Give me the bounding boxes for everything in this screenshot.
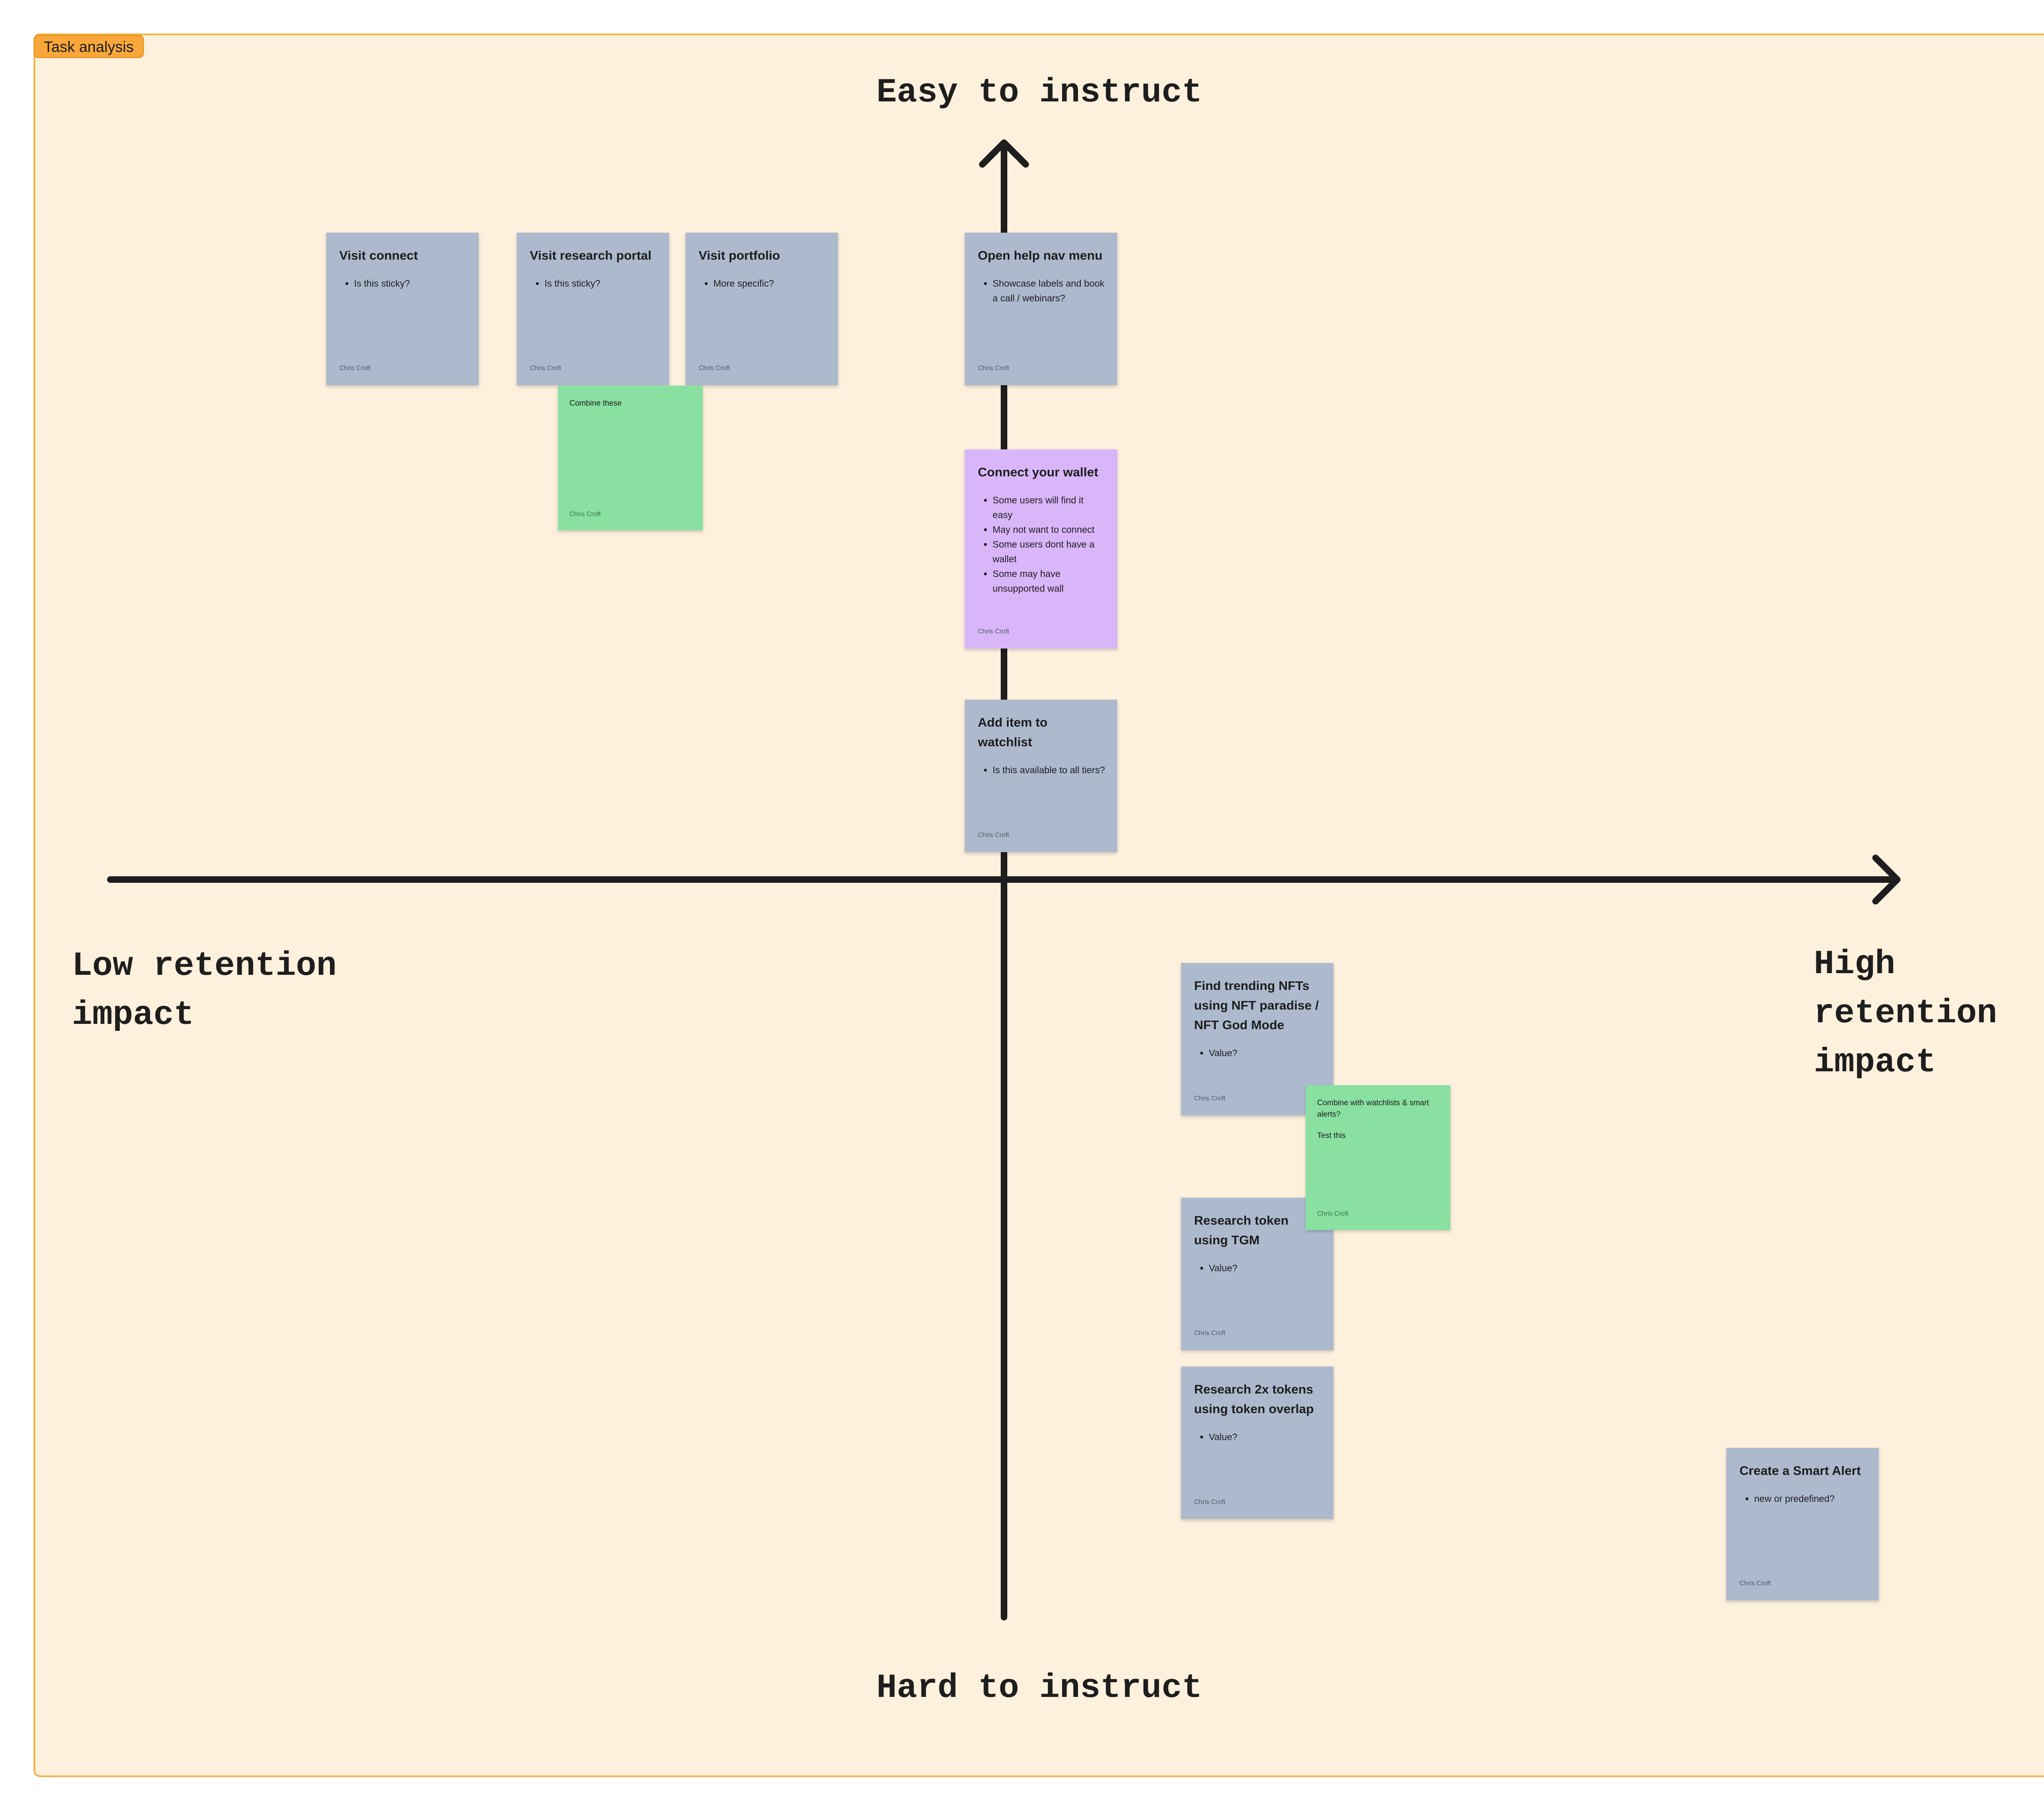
note-bullet: Some may have unsupported wall (993, 566, 1105, 596)
note-bullet: Value? (1209, 1261, 1321, 1275)
note-author: Chris Croft (1194, 1330, 1226, 1337)
sticky-note-add-watchlist[interactable]: Add item to watchlist Is this available … (965, 700, 1117, 852)
sticky-note-visit-research-portal[interactable]: Visit research portal Is this sticky? Ch… (517, 233, 669, 385)
note-text-secondary: Test this (1317, 1131, 1346, 1140)
note-title: Visit connect (339, 248, 418, 263)
note-bullet: Is this available to all tiers? (993, 763, 1105, 777)
vertical-axis-arrowhead (979, 139, 1029, 168)
note-author: Chris Croft (978, 365, 1009, 372)
note-author: Chris Croft (1194, 1499, 1226, 1506)
note-title: Research token using TGM (1194, 1213, 1289, 1247)
note-title: Add item to watchlist (978, 715, 1048, 749)
note-title: Create a Smart Alert (1739, 1463, 1861, 1478)
note-author: Chris Croft (978, 628, 1009, 635)
sticky-note-research-overlap[interactable]: Research 2x tokens using token overlap V… (1181, 1367, 1334, 1519)
sticky-note-combine-watchlists[interactable]: Combine with watchlists & smart alerts? … (1306, 1085, 1450, 1230)
note-bullet: May not want to connect (993, 522, 1105, 537)
note-author: Chris Croft (1194, 1095, 1226, 1102)
sticky-note-combine-these[interactable]: Combine these Chris Croft (558, 386, 703, 530)
sticky-note-visit-portfolio[interactable]: Visit portfolio More specific? Chris Cro… (686, 233, 838, 385)
axis-label-bottom: Hard to instruct (876, 1669, 1202, 1707)
note-bullet: Some users dont have a wallet (993, 537, 1105, 566)
sticky-note-open-help-nav[interactable]: Open help nav menu Showcase labels and b… (965, 233, 1117, 385)
note-bullet: new or predefined? (1754, 1491, 1867, 1506)
section-label[interactable]: Task analysis (34, 35, 144, 58)
note-author: Chris Croft (1739, 1580, 1771, 1587)
axis-label-top: Easy to instruct (876, 73, 1202, 112)
note-bullet: Showcase labels and book a call / webina… (993, 276, 1105, 305)
sticky-note-smart-alert[interactable]: Create a Smart Alert new or predefined? … (1726, 1448, 1879, 1600)
note-title: Open help nav menu (978, 248, 1103, 263)
note-author: Chris Croft (530, 365, 561, 372)
sticky-note-research-tgm[interactable]: Research token using TGM Value? Chris Cr… (1181, 1198, 1334, 1350)
horizontal-axis-arrowhead (1872, 855, 1901, 904)
note-text: Combine these (569, 399, 622, 408)
note-bullet: More specific? (713, 276, 826, 291)
note-title: Find trending NFTs using NFT paradise / … (1194, 978, 1319, 1032)
note-bullet: Value? (1209, 1046, 1321, 1060)
note-author: Chris Croft (1317, 1210, 1349, 1217)
sticky-note-visit-connect[interactable]: Visit connect Is this sticky? Chris Crof… (326, 233, 479, 385)
axis-label-right: High retention impact (1814, 945, 1997, 1082)
note-bullet: Is this sticky? (354, 276, 466, 291)
note-bullet: Value? (1209, 1430, 1321, 1444)
note-title: Research 2x tokens using token overlap (1194, 1382, 1314, 1416)
note-title: Visit research portal (530, 248, 652, 263)
sticky-note-connect-wallet[interactable]: Connect your wallet Some users will find… (965, 449, 1117, 649)
note-bullet: Some users will find it easy (993, 493, 1105, 522)
note-title: Connect your wallet (978, 465, 1098, 479)
note-author: Chris Croft (699, 365, 730, 372)
note-author: Chris Croft (978, 832, 1009, 839)
note-author: Chris Croft (339, 365, 371, 372)
axis-label-left: Low retention impact (72, 947, 337, 1034)
note-title: Visit portfolio (699, 248, 780, 263)
note-text: Combine with watchlists & smart alerts? (1317, 1099, 1429, 1119)
note-author: Chris Croft (569, 511, 601, 518)
note-bullet: Is this sticky? (545, 276, 657, 291)
